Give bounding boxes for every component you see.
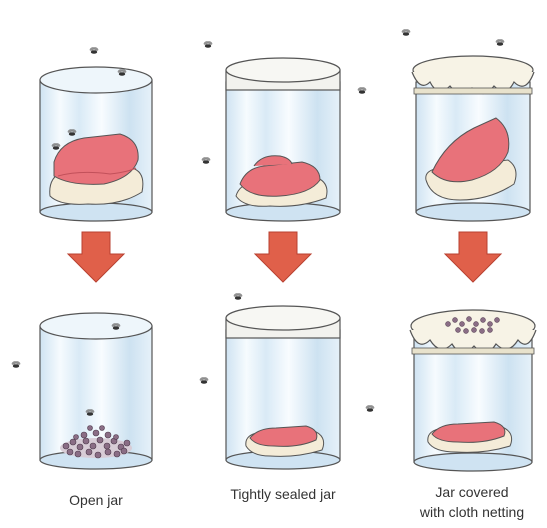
netted-jar-after <box>410 310 536 471</box>
sealed-jar-before <box>226 58 340 221</box>
cloth-net-icon <box>412 56 534 94</box>
caption-sealed-jar: Tightly sealed jar <box>200 484 366 504</box>
fly-icon <box>89 46 99 53</box>
open-jar-after <box>40 313 152 469</box>
arrow-down-icon <box>68 232 124 282</box>
caption-netted-jar-line2: with cloth netting <box>400 502 544 522</box>
caption-open-jar: Open jar <box>36 490 156 510</box>
fly-icon <box>365 404 375 411</box>
fly-icon <box>11 360 21 367</box>
arrow-down-icon <box>255 232 311 282</box>
fly-icon <box>203 40 213 47</box>
sealed-jar-after <box>226 306 340 469</box>
netted-jar-before <box>412 56 534 221</box>
caption-netted-jar: Jar covered with cloth netting <box>400 482 544 522</box>
caption-netted-jar-line1: Jar covered <box>400 482 544 502</box>
fly-icon <box>201 156 211 163</box>
fly-icon <box>233 292 243 299</box>
fly-icon <box>401 28 411 35</box>
fly-icon <box>495 38 505 45</box>
arrow-down-icon <box>445 232 501 282</box>
fly-icon <box>199 376 209 383</box>
fly-icon <box>357 86 367 93</box>
